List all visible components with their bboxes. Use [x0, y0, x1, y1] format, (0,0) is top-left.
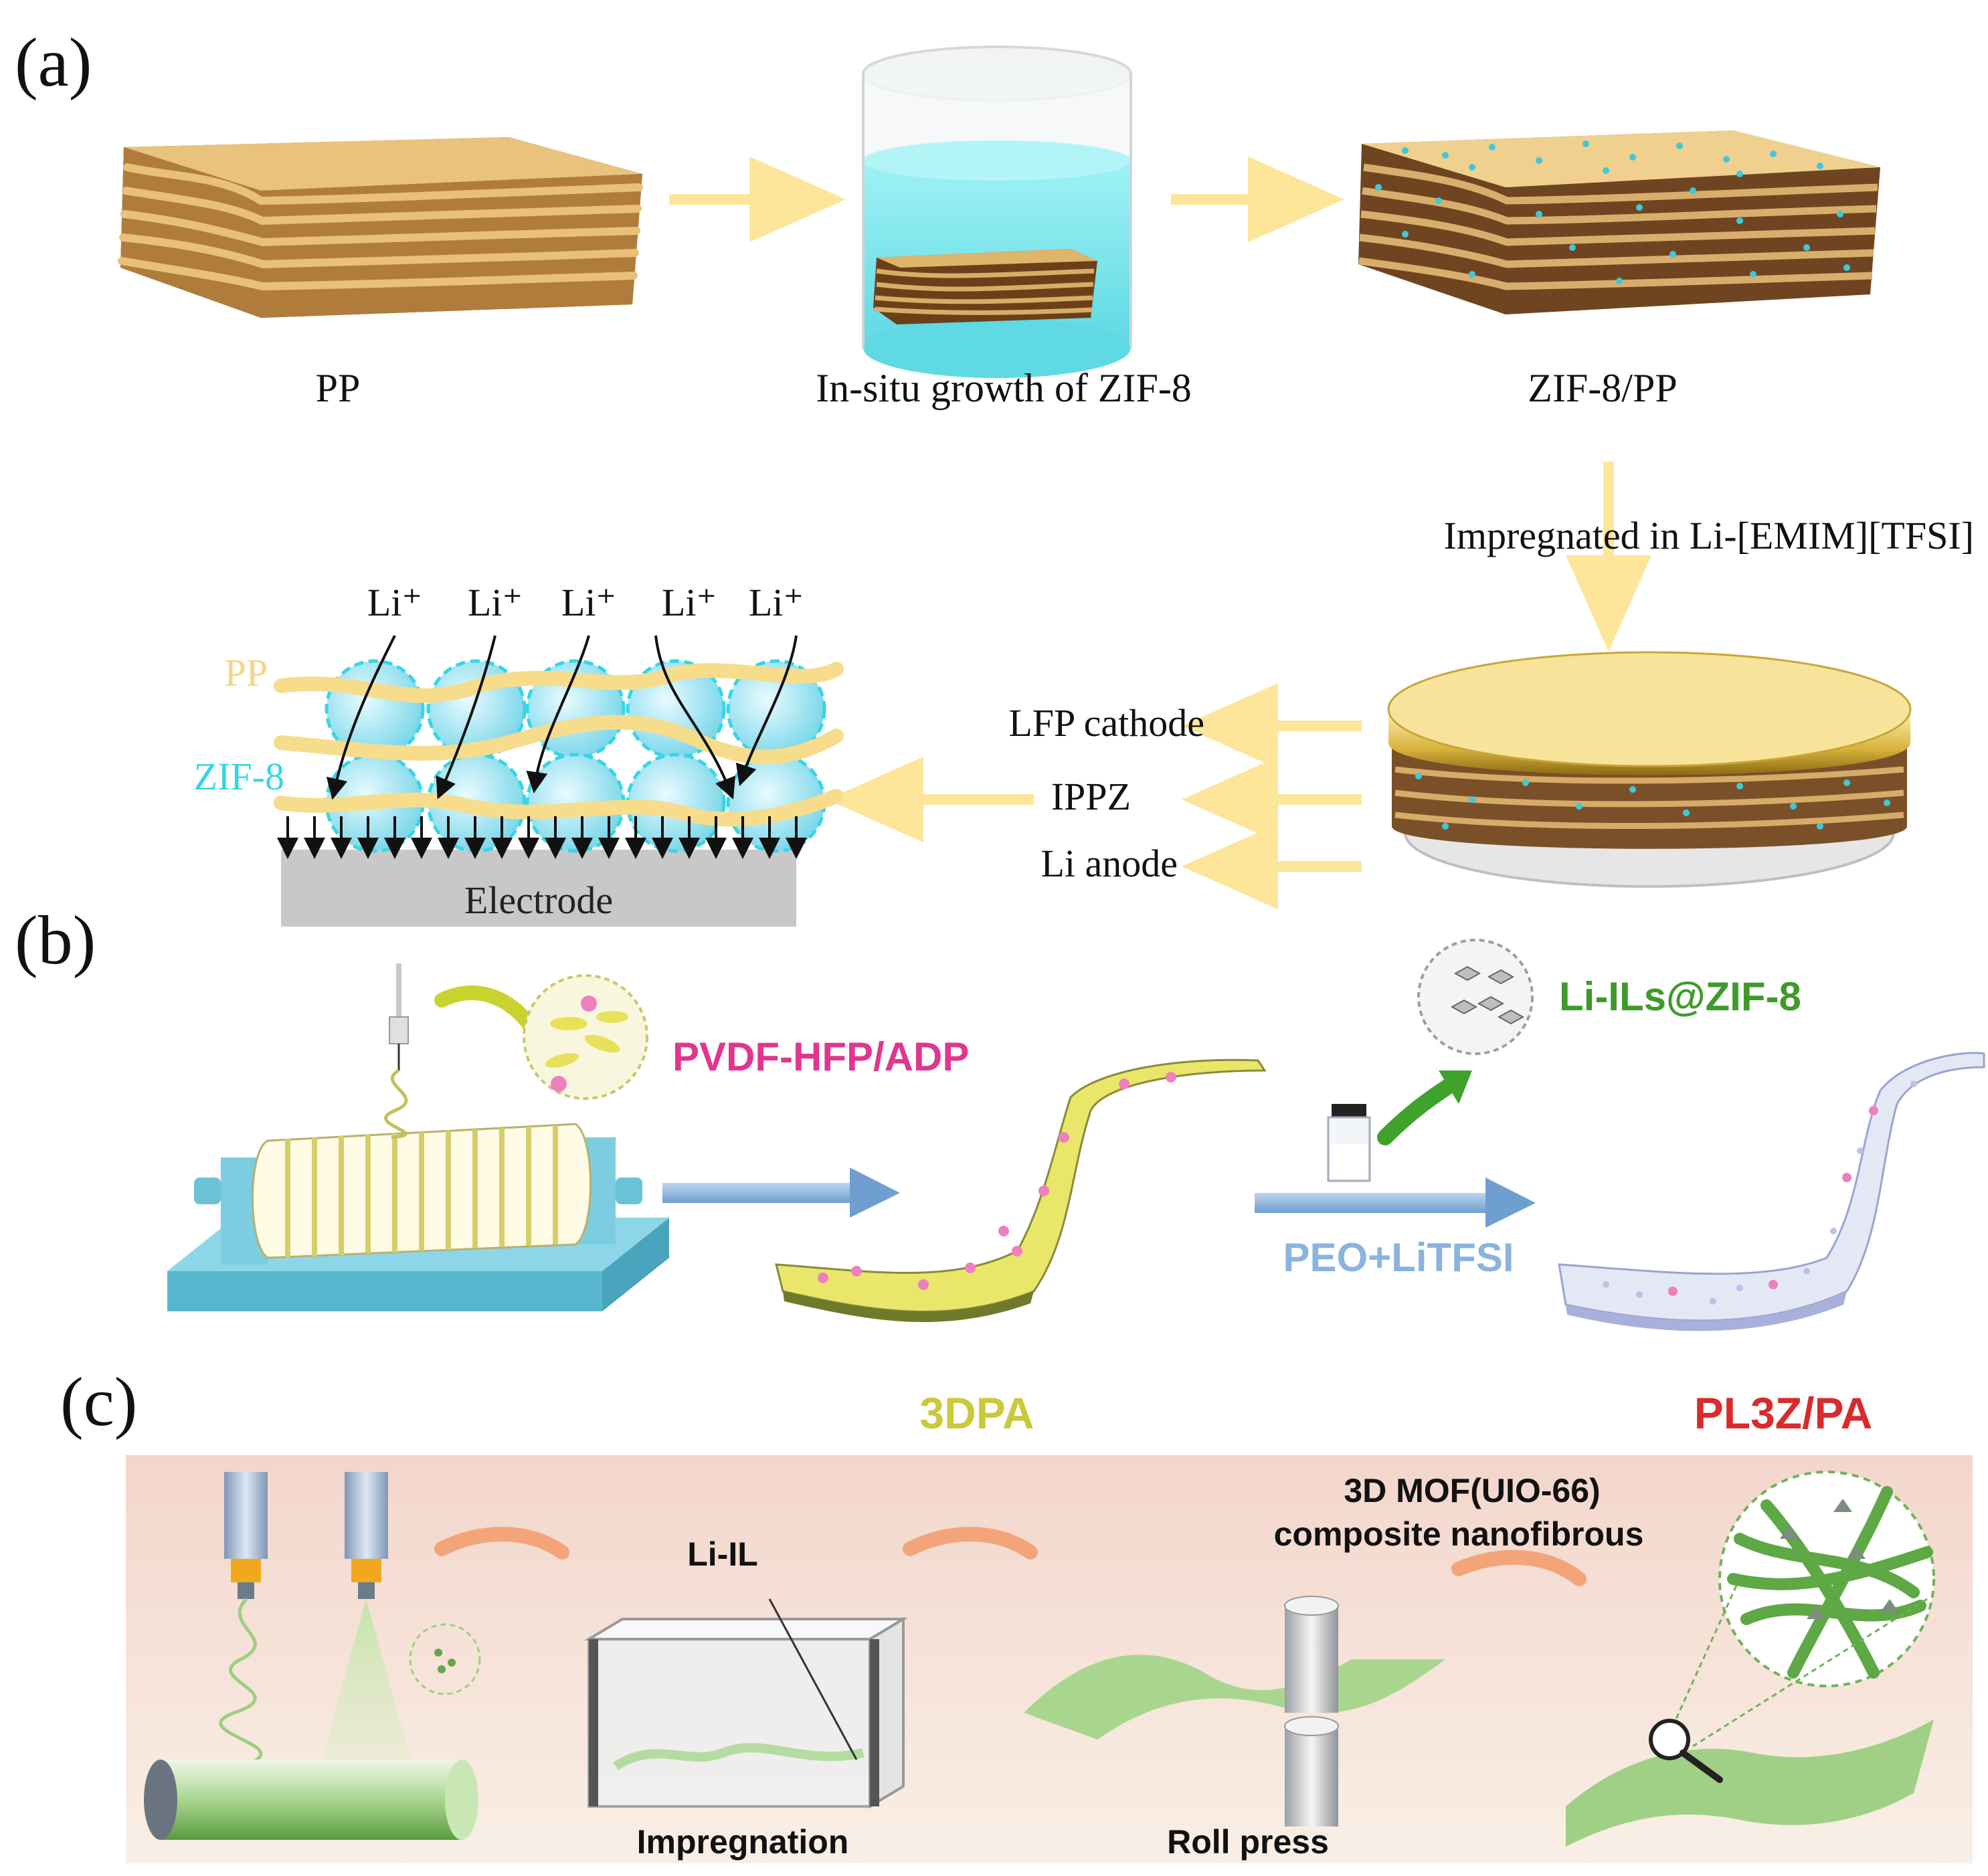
li-anode-label: Li anode — [1041, 842, 1178, 885]
lfp-cathode-label: LFP cathode — [1008, 701, 1204, 745]
li-ils-zif8-label: Li-ILs@ZIF-8 — [1559, 974, 1801, 1019]
blue-arrow-1 — [662, 1167, 900, 1218]
zif8-pp-sheet — [1358, 130, 1880, 314]
zif8-pp-label: ZIF-8/PP — [1528, 366, 1677, 410]
3dpa-membrane — [775, 1058, 1267, 1322]
panel-c-label: (c) — [60, 1364, 137, 1440]
peo-litfsi-label: PEO+LiTFSI — [1283, 1235, 1514, 1280]
blue-arrow-2 — [1255, 1178, 1536, 1228]
electrospray-setup — [144, 1472, 481, 1840]
li-ion-5: Li⁺ — [749, 581, 804, 624]
li-il-label: Li-IL — [687, 1535, 758, 1573]
li-ion-4: Li⁺ — [662, 581, 717, 624]
beaker — [862, 45, 1132, 378]
ippz-label: IPPZ — [1051, 775, 1131, 818]
panel-a-label: (a) — [15, 24, 92, 101]
li-ion-1: Li⁺ — [367, 581, 422, 624]
pvdf-bubble — [523, 974, 648, 1100]
green-arrow — [1377, 1076, 1460, 1145]
mof-label-line2: composite nanofibrous — [1274, 1515, 1644, 1553]
impregnation-tank — [583, 1598, 909, 1809]
electrode-label: Electrode — [464, 878, 613, 922]
pp-label: PP — [316, 366, 361, 410]
roll-press — [1024, 1596, 1445, 1826]
orange-arrow-3 — [1451, 1550, 1587, 1586]
electrode-block — [281, 850, 796, 927]
arrow-to-pvdf — [434, 985, 536, 1031]
green-arrow-head — [1439, 1070, 1472, 1104]
coin-cell — [1387, 651, 1912, 888]
impregnation-label: Impregnation — [637, 1823, 849, 1861]
electrospinning-apparatus — [167, 963, 669, 1311]
impregnated-label: Impregnated in Li-[EMIM][TFSI] — [1444, 514, 1974, 557]
pvdf-hfp-adp-label: PVDF-HFP/ADP — [672, 1034, 969, 1079]
panel-b-label: (b) — [15, 902, 96, 979]
li-ion-2: Li⁺ — [468, 581, 523, 624]
li-ils-zif8-bubble — [1417, 939, 1534, 1055]
orange-arrow-1 — [434, 1527, 569, 1560]
schematic-pp-label: PP — [224, 651, 268, 694]
pl3z-pa-membrane — [1558, 1052, 1985, 1331]
mof-label-line1: 3D MOF(UIO-66) — [1344, 1472, 1600, 1509]
roll-press-label: Roll press — [1167, 1823, 1329, 1861]
orange-arrow-2 — [903, 1527, 1038, 1560]
li-ion-3: Li⁺ — [561, 581, 616, 624]
pp-layered-sheet — [118, 137, 643, 318]
in-situ-growth-label: In-situ growth of ZIF-8 — [816, 366, 1192, 410]
vial — [1327, 1104, 1371, 1182]
ion-transport-schematic: Electrode — [194, 581, 844, 927]
3dpa-label: 3DPA — [919, 1388, 1034, 1438]
schematic-zif8-label: ZIF-8 — [194, 755, 284, 798]
pl3z-pa-label: PL3Z/PA — [1694, 1388, 1872, 1438]
nanofiber-zoom — [1566, 1471, 1935, 1847]
